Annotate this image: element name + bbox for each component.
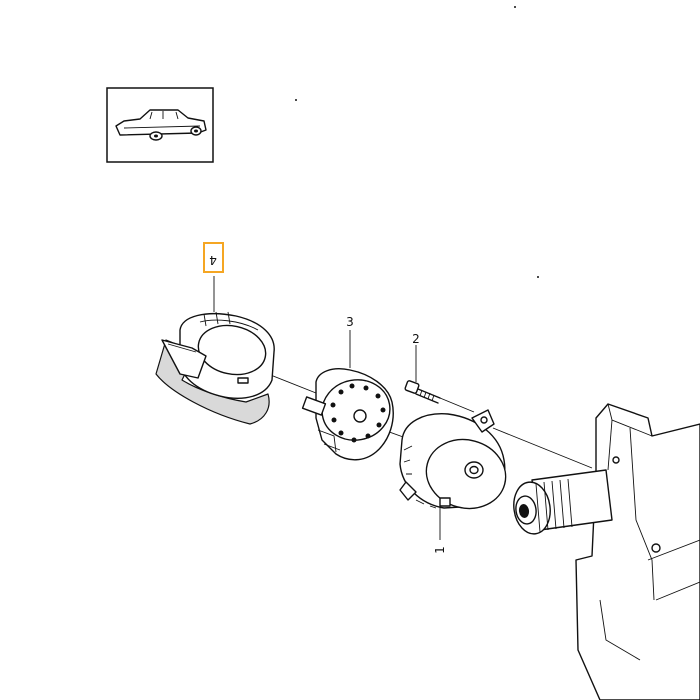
callout-2[interactable]: 2 [412, 332, 420, 346]
speck [514, 6, 516, 8]
callout-3[interactable]: 3 [346, 315, 354, 329]
speck [537, 276, 539, 278]
selected-callout-highlight [203, 242, 224, 273]
speck [295, 99, 297, 101]
drive-housing [513, 403, 700, 700]
part-2-screw [404, 380, 441, 404]
part-1-sensor-body [399, 409, 507, 510]
car-icon [115, 109, 207, 141]
callout-4[interactable]: 4 [209, 253, 217, 267]
cover-notch [237, 377, 249, 384]
cover-bore [197, 324, 267, 376]
callout-leaders [213, 276, 441, 540]
vehicle-thumbnail [106, 87, 214, 163]
callout-1[interactable]: 1 [433, 546, 447, 554]
thumbnail-frame [106, 87, 214, 163]
part-3-switch-disc [301, 368, 394, 461]
part-4-cover [155, 311, 275, 425]
